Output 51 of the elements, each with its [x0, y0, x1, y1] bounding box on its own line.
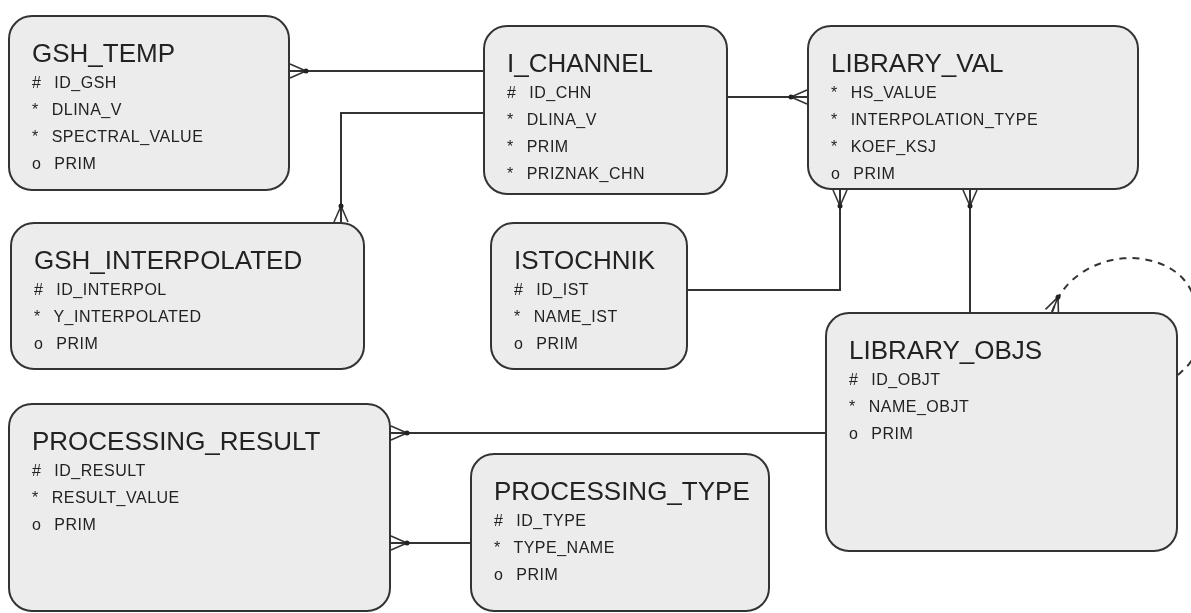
entity-box	[490, 222, 688, 370]
attribute: # ID_CHN	[507, 83, 592, 103]
entity-box	[8, 15, 290, 191]
attribute: * PRIZNAK_CHN	[507, 164, 646, 184]
attribute: # ID_TYPE	[494, 511, 587, 531]
attribute: * RESULT_VALUE	[32, 488, 180, 508]
relationship-line	[687, 189, 848, 291]
entity-box	[807, 25, 1139, 190]
entity-name: ISTOCHNIK	[514, 244, 656, 276]
relationship-line	[333, 112, 484, 223]
self-relationship-line	[1044, 257, 1191, 376]
entity-name: LIBRARY_OBJS	[849, 334, 1043, 366]
relationship-line	[727, 89, 808, 105]
attribute: * PRIM	[507, 137, 569, 157]
attribute: o PRIM	[494, 565, 559, 585]
relationship-line	[390, 535, 471, 551]
attribute: * NAME_IST	[514, 307, 618, 327]
attribute: * HS_VALUE	[831, 83, 938, 103]
attribute: * Y_INTERPOLATED	[34, 307, 202, 327]
entity-name: GSH_INTERPOLATED	[34, 244, 303, 276]
attribute: * INTERPOLATION_TYPE	[831, 110, 1039, 130]
entity-name: PROCESSING_RESULT	[32, 425, 321, 457]
attribute: o PRIM	[831, 164, 896, 184]
attribute: o PRIM	[34, 334, 99, 354]
relationship-line	[962, 189, 978, 313]
attribute: * TYPE_NAME	[494, 538, 615, 558]
entity-name: PROCESSING_TYPE	[494, 475, 750, 507]
attribute: # ID_INTERPOL	[34, 280, 167, 300]
attribute: * DLINA_V	[507, 110, 597, 130]
attribute: * DLINA_V	[32, 100, 122, 120]
relationship-line	[390, 425, 826, 441]
entity-box	[483, 25, 728, 195]
attribute: # ID_OBJT	[849, 370, 941, 390]
relationship-line	[289, 63, 484, 79]
entity-name: I_CHANNEL	[507, 47, 653, 79]
attribute: o PRIM	[514, 334, 579, 354]
attribute: * NAME_OBJT	[849, 397, 970, 417]
attribute: # ID_IST	[514, 280, 590, 300]
entity-box	[10, 222, 365, 370]
attribute: * SPECTRAL_VALUE	[32, 127, 204, 147]
attribute: * KOEF_KSJ	[831, 137, 937, 157]
attribute: o PRIM	[849, 424, 914, 444]
entity-box	[470, 453, 770, 612]
entity-name: GSH_TEMP	[32, 37, 176, 69]
entity-box	[825, 312, 1178, 552]
entity-name: LIBRARY_VAL	[831, 47, 1004, 79]
attribute: # ID_GSH	[32, 73, 117, 93]
entity-box	[8, 403, 391, 612]
attribute: o PRIM	[32, 154, 97, 174]
attribute: o PRIM	[32, 515, 97, 535]
attribute: # ID_RESULT	[32, 461, 146, 481]
